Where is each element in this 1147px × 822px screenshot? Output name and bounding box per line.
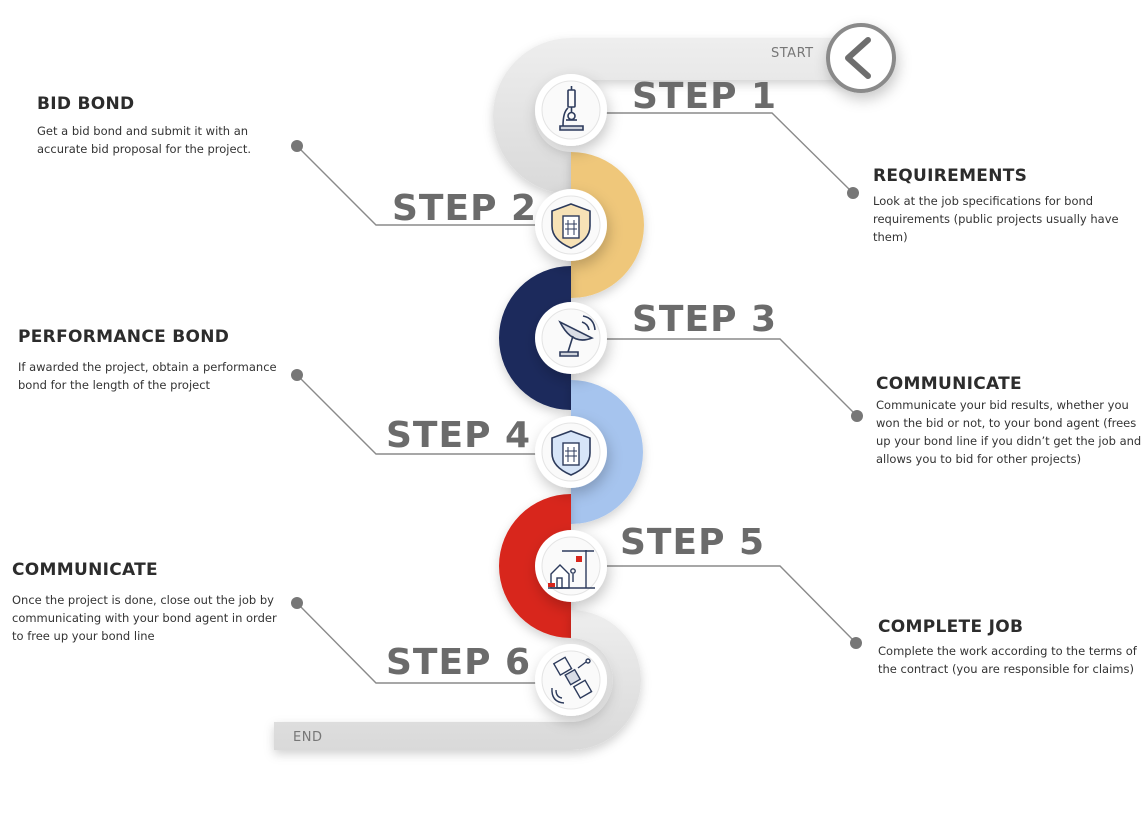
step-1-label: STEP 1 (632, 76, 778, 117)
step-circle-5 (535, 530, 607, 602)
shield-building-icon (551, 203, 591, 249)
chevron-left-icon (826, 23, 896, 93)
microscope-icon (559, 86, 584, 131)
connector-step-3 (604, 338, 858, 417)
satellite-dish-icon (558, 315, 596, 357)
step-4-label: STEP 4 (386, 415, 532, 456)
connector-dot (847, 187, 859, 199)
connector-step-4 (296, 374, 537, 455)
end-label: END (293, 730, 323, 745)
track-segment-gold (571, 152, 644, 298)
connector-dot (291, 140, 303, 152)
step-3-description: Communicate your bid results, whether yo… (876, 398, 1142, 466)
step-3-label: STEP 3 (632, 299, 778, 340)
connector-dot (851, 410, 863, 422)
connector-step-6 (296, 602, 537, 684)
step-6-title: COMMUNICATE (12, 560, 158, 580)
start-label: START (771, 46, 814, 61)
connector-dot (850, 637, 862, 649)
step-4-title: PERFORMANCE BOND (18, 327, 230, 347)
track-end-bar (274, 610, 641, 750)
step-5-label: STEP 5 (620, 522, 766, 563)
connector-dot (291, 369, 303, 381)
step-circle-3 (535, 302, 607, 374)
step-6-description: Once the project is done, close out the … (12, 593, 277, 643)
step-5-description: Complete the work according to the terms… (878, 644, 1137, 676)
step-4-description: If awarded the project, obtain a perform… (18, 360, 277, 392)
connector-step-2 (296, 145, 537, 226)
step-1-title: REQUIREMENTS (873, 166, 1028, 186)
step-2-description: Get a bid bond and submit it with an acc… (37, 124, 252, 156)
construction-site-icon (548, 550, 595, 589)
connector-step-1 (604, 112, 854, 194)
shield-building-icon (551, 430, 591, 476)
satellite-icon (551, 656, 593, 704)
connector-step-5 (604, 565, 857, 644)
connector-dots (291, 140, 863, 649)
step-1-description: Look at the job specifications for bond … (873, 194, 1119, 244)
step-5-title: COMPLETE JOB (878, 617, 1024, 637)
step-2-label: STEP 2 (392, 188, 538, 229)
connector-lines (296, 112, 858, 684)
step-2-title: BID BOND (37, 94, 135, 114)
step-3-title: COMMUNICATE (876, 374, 1022, 394)
connector-dot (291, 597, 303, 609)
step-6-label: STEP 6 (386, 642, 532, 683)
